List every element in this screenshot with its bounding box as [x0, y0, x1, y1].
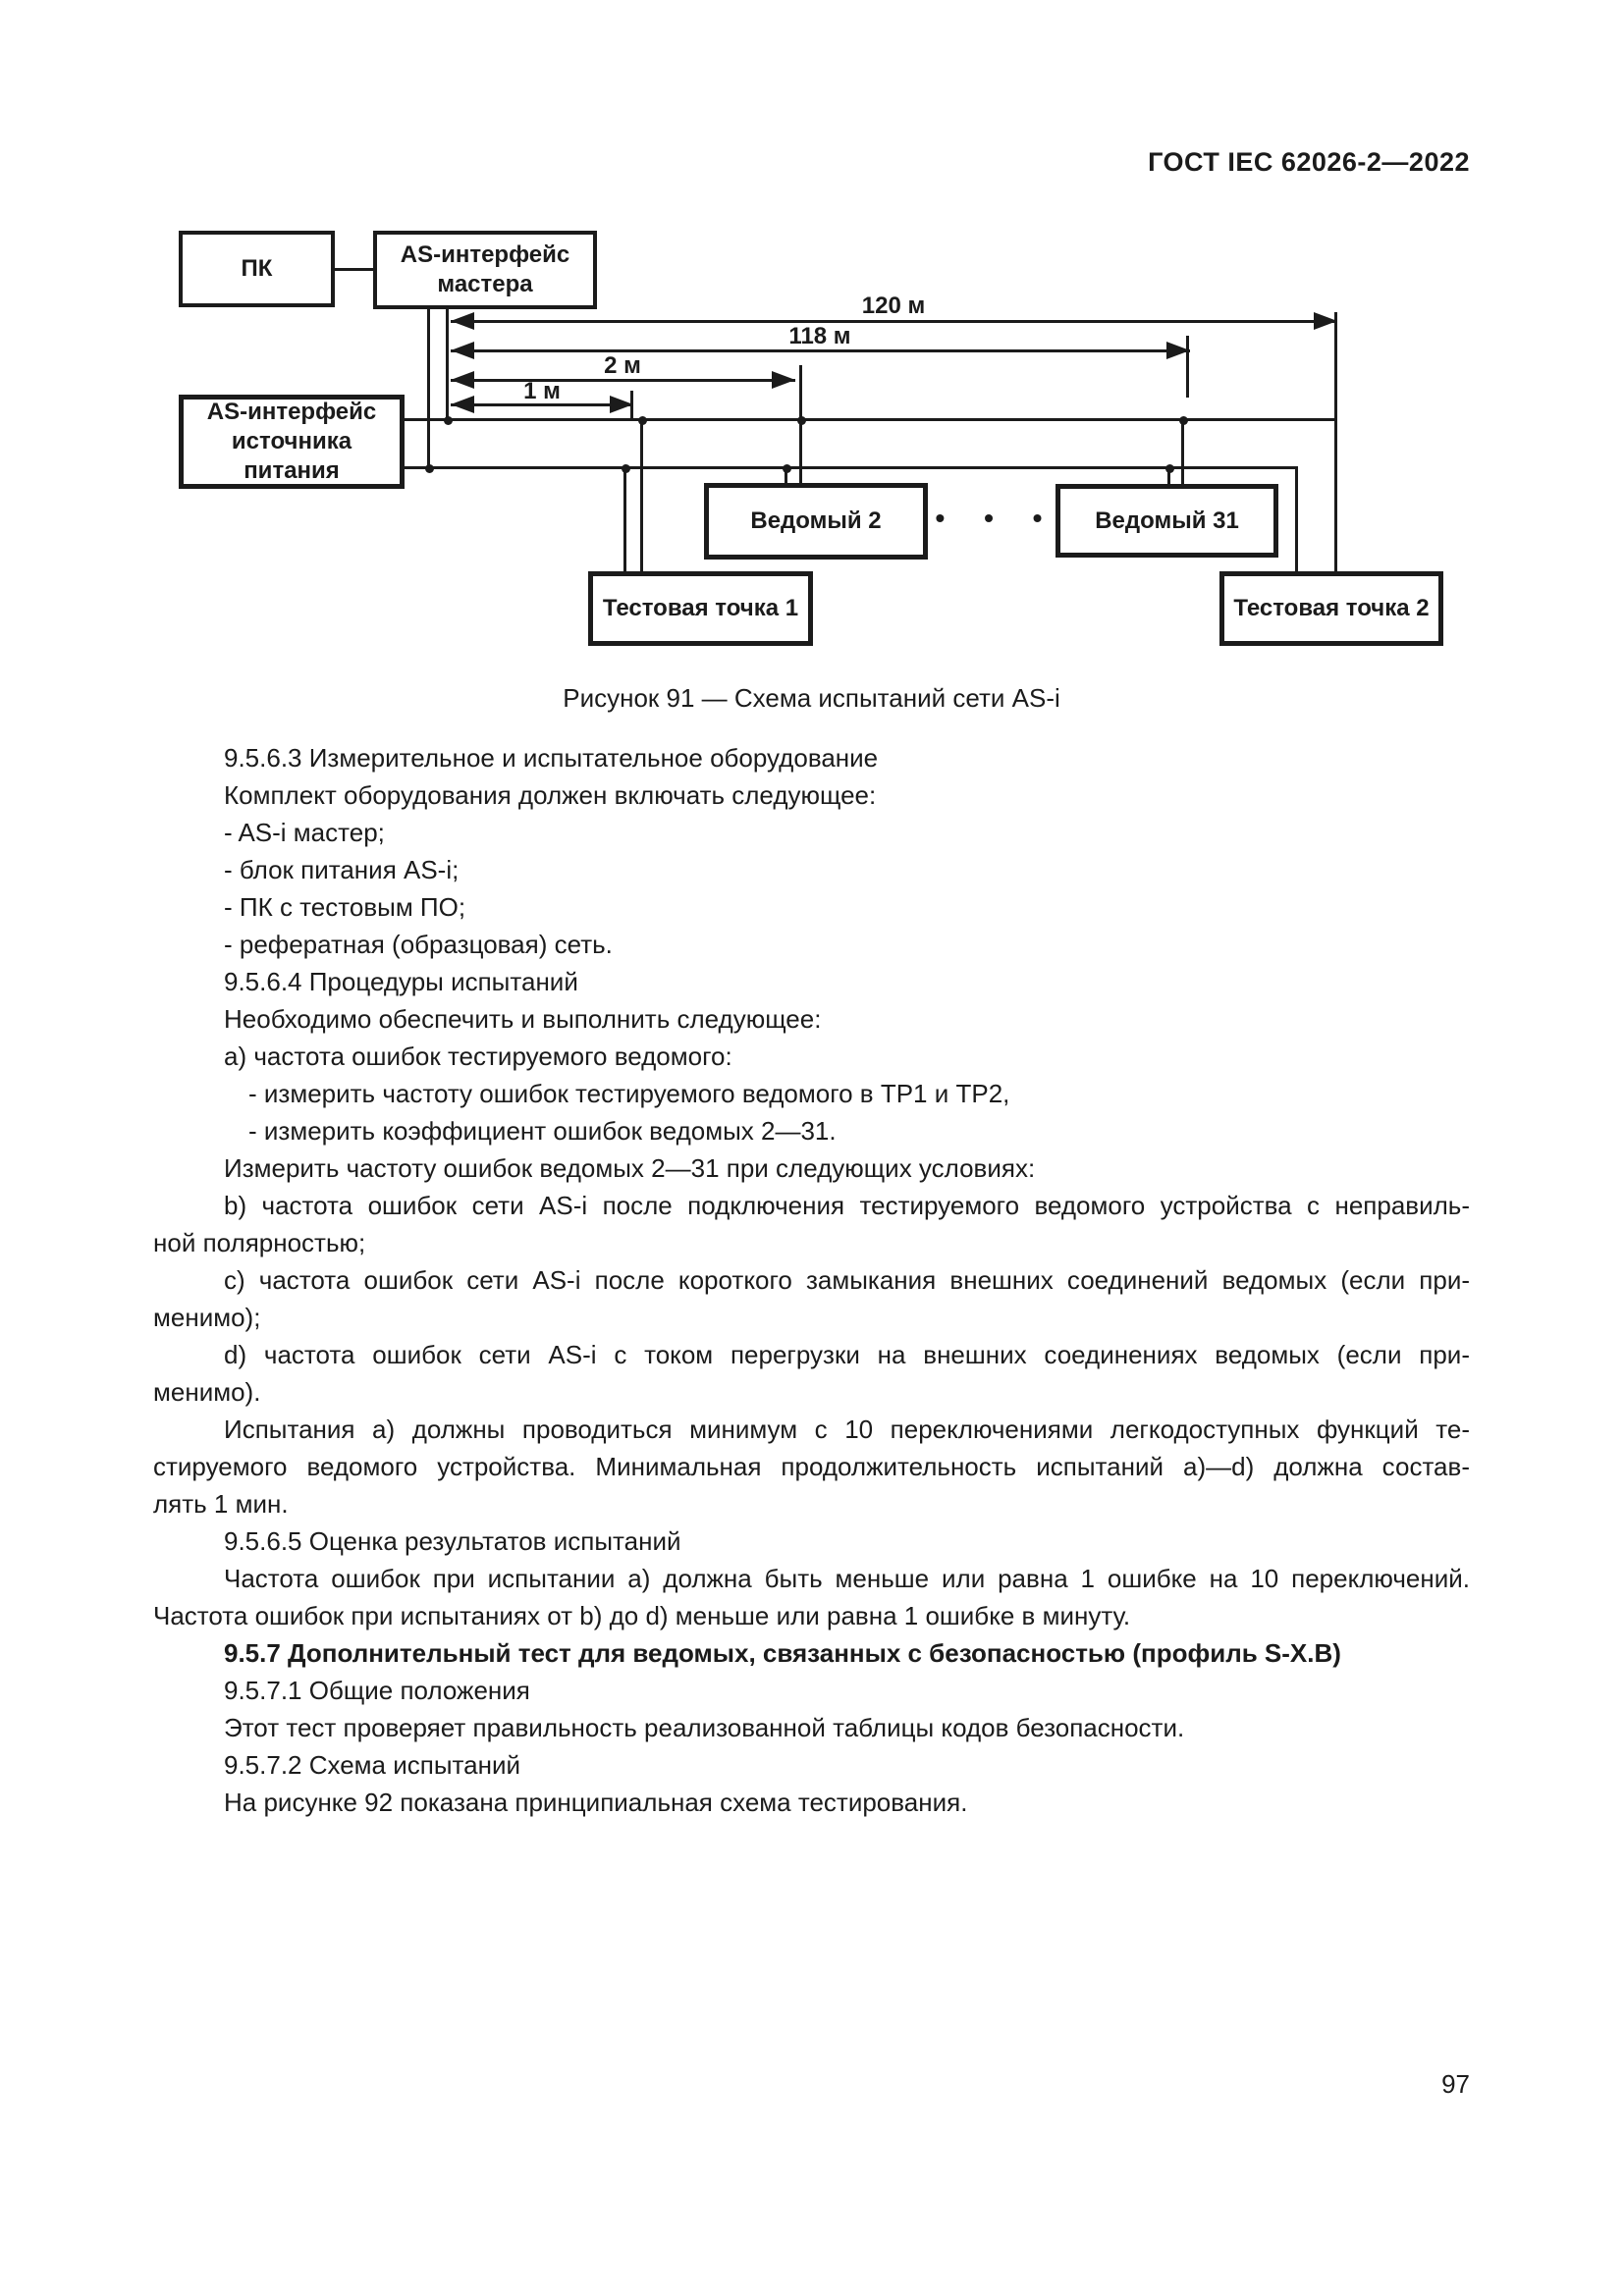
diagram-box-as-master: AS-интерфейс мастера — [373, 231, 597, 309]
master-drop-line-right — [446, 309, 449, 422]
body-line: 9.5.6.4 Процедуры испытаний — [224, 967, 578, 996]
junction-dot — [444, 416, 453, 425]
junction-dot — [622, 464, 630, 473]
master-drop-line-left — [427, 309, 430, 470]
diagram-box-pc-label: ПК — [241, 255, 273, 282]
body-line: На рисунке 92 показана принципиальная сх… — [224, 1788, 968, 1817]
arrow-120m-line — [451, 320, 1337, 323]
arrow-2m-head-left — [451, 371, 474, 389]
arrow-1m-head-right — [610, 396, 633, 413]
arrow-120m-head-right — [1314, 312, 1337, 330]
line-lower-bus-to-tp2 — [1295, 466, 1298, 571]
figure-caption: Рисунок 91 — Схема испытаний сети AS-i — [563, 683, 1060, 713]
body-line: - рефератная (образцовая) сеть. — [224, 930, 613, 959]
dim-label-120m: 120 м — [861, 293, 926, 319]
body-line: 9.5.6.5 Оценка результатов испытаний — [224, 1526, 681, 1556]
arrow-1m-head-left — [451, 396, 474, 413]
diagram-box-test-point-1-label: Тестовая точка 1 — [602, 595, 799, 621]
diagram-box-slave-31: Ведомый 31 — [1056, 484, 1278, 558]
diagram-box-slave-2-label: Ведомый 2 — [750, 507, 882, 534]
body-line: стируемого ведомого устройства. Минималь… — [153, 1452, 1470, 1481]
tick-118m — [1186, 336, 1189, 398]
body-line: Частота ошибок при испытаниях от b) до d… — [153, 1601, 1131, 1630]
diagram-box-pc: ПК — [179, 231, 335, 307]
body-line: 9.5.7.2 Схема испытаний — [224, 1750, 521, 1780]
diagram-box-as-master-label-line2: мастера — [437, 271, 533, 297]
junction-dot — [797, 416, 806, 425]
body-line: 9.5.7 Дополнительный тест для ведомых, с… — [224, 1638, 1341, 1668]
body-line: 9.5.7.1 Общие положения — [224, 1676, 530, 1705]
body-line: лять 1 мин. — [153, 1489, 289, 1519]
body-line: - ПК с тестовым ПО; — [224, 892, 466, 922]
diagram-box-psu-label-line2: источника питания — [231, 428, 352, 484]
tap-tp1-lower — [623, 466, 626, 571]
bus-line-lower — [405, 466, 1298, 469]
tap-slave31-upper — [1181, 418, 1184, 484]
body-line: ной полярностью; — [153, 1228, 366, 1257]
body-line: - измерить коэффициент ошибок ведомых 2—… — [248, 1116, 837, 1146]
arrow-118m-head-left — [451, 342, 474, 359]
junction-dot — [1165, 464, 1174, 473]
body-text: 9.5.6.3 Измерительное и испытательное об… — [153, 739, 1470, 1821]
bus-line-upper — [405, 418, 1337, 421]
dim-label-118m: 118 м — [788, 323, 851, 349]
junction-dot — [1179, 416, 1188, 425]
body-line: Комплект оборудования должен включать сл… — [224, 780, 877, 810]
arrow-118m-line — [451, 349, 1190, 352]
body-line: c) частота ошибок сети AS-i после коротк… — [224, 1265, 1470, 1295]
diagram-box-test-point-2: Тестовая точка 2 — [1219, 571, 1443, 646]
diagram-box-test-point-2-label: Тестовая точка 2 — [1233, 595, 1430, 621]
tap-slave31-lower — [1167, 466, 1170, 484]
dim-label-2m: 2 м — [604, 352, 641, 379]
diagram-box-test-point-1: Тестовая точка 1 — [588, 571, 813, 646]
body-line: Этот тест проверяет правильность реализо… — [224, 1713, 1185, 1742]
body-line: 9.5.6.3 Измерительное и испытательное об… — [224, 743, 879, 773]
arrow-2m-head-right — [772, 371, 795, 389]
body-line: Испытания a) должны проводиться минимум … — [224, 1415, 1470, 1444]
arrow-1m-line — [451, 403, 633, 406]
body-line: d) частота ошибок сети AS-i с током пере… — [224, 1340, 1470, 1369]
diagram-box-psu-label-line1: AS-интерфейс — [206, 399, 377, 425]
body-line: - измерить частоту ошибок тестируемого в… — [248, 1079, 1010, 1108]
document-title: ГОСТ IEC 62026-2—2022 — [1148, 147, 1470, 177]
body-line: менимо). — [153, 1377, 261, 1407]
junction-dot — [638, 416, 647, 425]
body-line: Необходимо обеспечить и выполнить следую… — [224, 1004, 822, 1034]
connector-pc-master — [335, 268, 373, 271]
page-number: 97 — [1441, 2069, 1470, 2099]
diagram-box-slave-31-label: Ведомый 31 — [1095, 507, 1239, 534]
dim-label-1m: 1 м — [523, 378, 561, 404]
arrow-2m-line — [451, 379, 795, 382]
junction-dot — [783, 464, 791, 473]
line-120m-end-to-tp2 — [1334, 312, 1337, 571]
body-line: Измерить частоту ошибок ведомых 2—31 при… — [224, 1153, 1036, 1183]
tap-slave2-lower — [785, 466, 787, 483]
tap-tp1-upper — [640, 418, 643, 571]
diagram-box-as-power-supply: AS-интерфейс источника питания — [179, 395, 405, 489]
body-line: Частота ошибок при испытании a) должна б… — [224, 1564, 1470, 1593]
diagram-box-as-master-label-line1: AS-интерфейс — [400, 241, 570, 268]
body-line: - блок питания AS-i; — [224, 855, 460, 884]
body-line: b) частота ошибок сети AS-i после подклю… — [224, 1191, 1470, 1220]
body-line: a) частота ошибок тестируемого ведомого: — [224, 1041, 732, 1071]
junction-dot — [425, 464, 434, 473]
arrow-118m-head-right — [1166, 342, 1190, 359]
diagram-box-slave-2: Ведомый 2 — [704, 483, 928, 560]
body-line: - AS-i мастер; — [224, 818, 385, 847]
arrow-120m-head-left — [451, 312, 474, 330]
body-line: менимо); — [153, 1303, 261, 1332]
diagram-slaves-ellipsis: • • • — [935, 503, 1058, 533]
